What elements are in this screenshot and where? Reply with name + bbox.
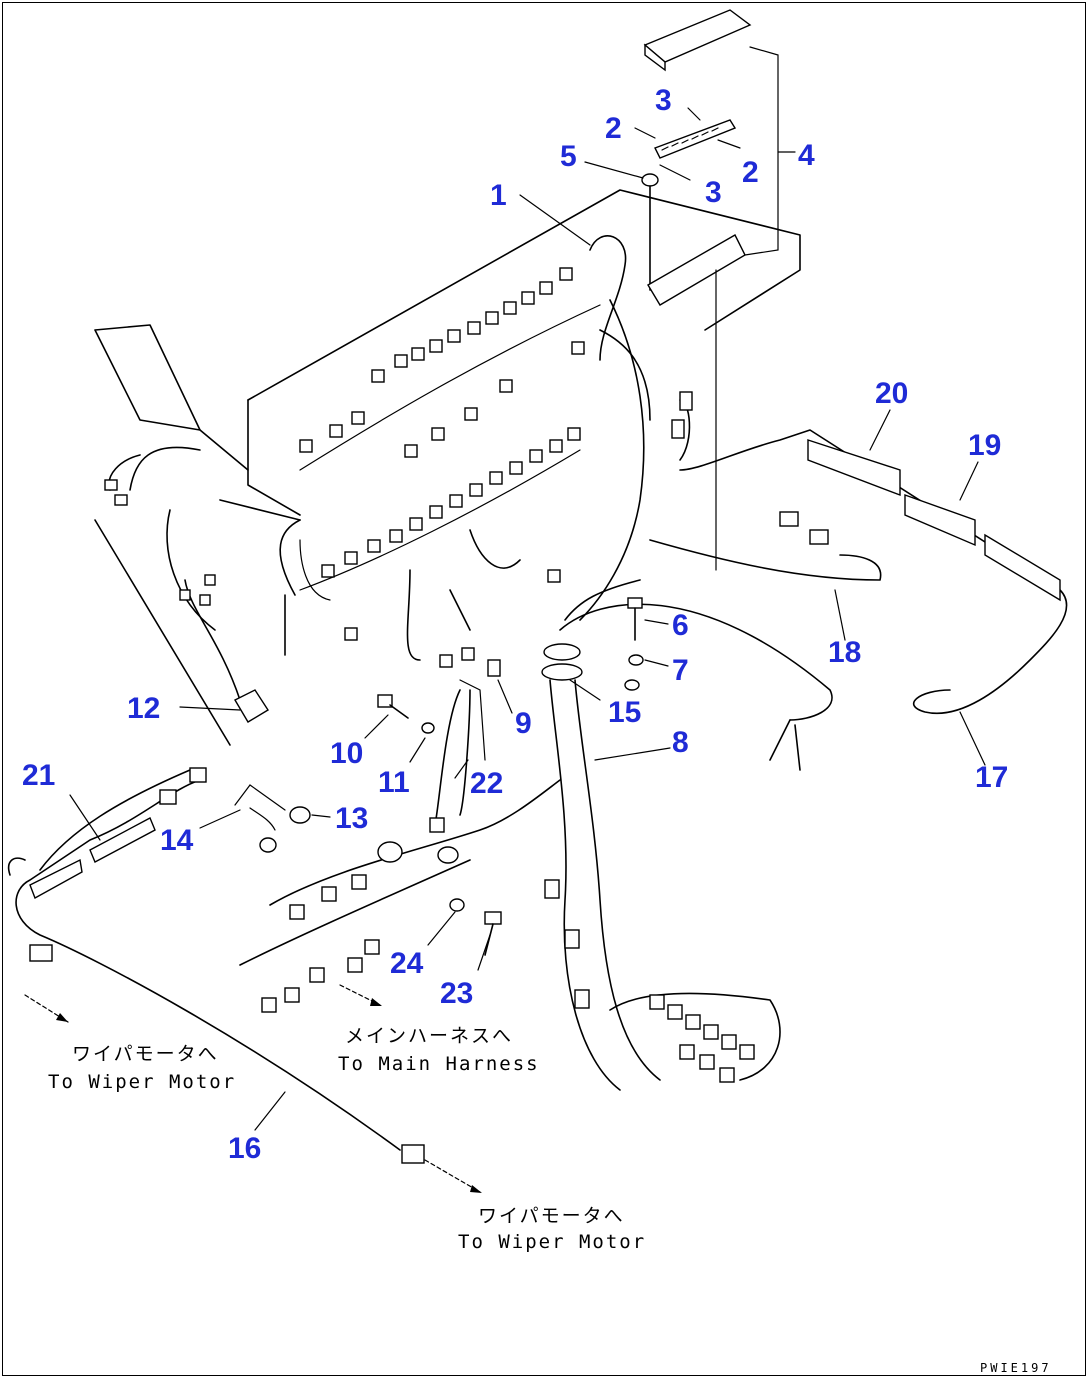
callout-1: 1 — [490, 179, 507, 212]
callout-7: 7 — [672, 654, 689, 687]
lower-harness — [239, 779, 561, 1013]
grommet-13 — [289, 806, 311, 824]
callout-18: 18 — [828, 636, 861, 669]
callout-4: 4 — [798, 139, 815, 172]
callout-6: 6 — [672, 609, 689, 642]
callout-12: 12 — [127, 692, 160, 725]
relay-row-upper — [299, 267, 601, 471]
washer — [624, 679, 640, 691]
callout-9: 9 — [515, 707, 532, 740]
note-wiper-bottom-en: To Wiper Motor — [458, 1231, 646, 1253]
clip-9 — [487, 659, 501, 677]
callout-2b: 2 — [742, 156, 759, 189]
callout-13: 13 — [335, 802, 368, 835]
drawing-code: PWIE197 — [980, 1361, 1052, 1375]
washer-11 — [421, 722, 435, 734]
connector-cluster — [544, 879, 781, 1083]
bolt-10 — [377, 694, 409, 719]
callout-8: 8 — [672, 726, 689, 759]
left-harness — [104, 446, 241, 701]
callout-16: 16 — [228, 1132, 261, 1165]
arrows — [24, 984, 482, 1193]
callout-3a: 3 — [655, 84, 672, 117]
callout-5: 5 — [560, 140, 577, 173]
leader-lines — [69, 107, 986, 1131]
callout-15: 15 — [608, 696, 641, 729]
washer-7 — [628, 654, 644, 666]
main-panel — [94, 189, 801, 746]
callout-2a: 2 — [605, 112, 622, 145]
callout-23: 23 — [440, 977, 473, 1010]
callout-21: 21 — [22, 759, 55, 792]
callout-11: 11 — [378, 766, 410, 799]
screw — [641, 173, 659, 291]
bracket-12 — [234, 689, 269, 723]
note-wiper-left-en: To Wiper Motor — [48, 1071, 236, 1093]
callout-14: 14 — [160, 824, 194, 857]
grommet — [541, 643, 583, 681]
callout-20: 20 — [875, 377, 908, 410]
callout-10: 10 — [330, 737, 363, 770]
note-main-harness-en: To Main Harness — [338, 1053, 540, 1075]
callout-22: 22 — [470, 767, 503, 800]
callout-3b: 3 — [705, 176, 722, 209]
right-harness — [649, 391, 1068, 715]
wiper-harness-left — [7, 767, 425, 1164]
callout-17: 17 — [975, 761, 1008, 794]
note-main-harness-jp: メインハーネスへ — [345, 1025, 513, 1047]
relay-row-lower — [299, 427, 581, 668]
note-wiper-bottom-jp: ワイパモータへ — [478, 1205, 625, 1227]
callout-24: 24 — [390, 947, 424, 980]
callout-19: 19 — [968, 429, 1001, 462]
fuse-cover — [643, 9, 752, 72]
part-14 — [259, 837, 277, 853]
note-wiper-left-jp: ワイパモータへ — [72, 1043, 219, 1065]
fuse-strip — [654, 119, 737, 159]
fuse-box — [647, 234, 746, 306]
bolt-6 — [627, 597, 643, 641]
